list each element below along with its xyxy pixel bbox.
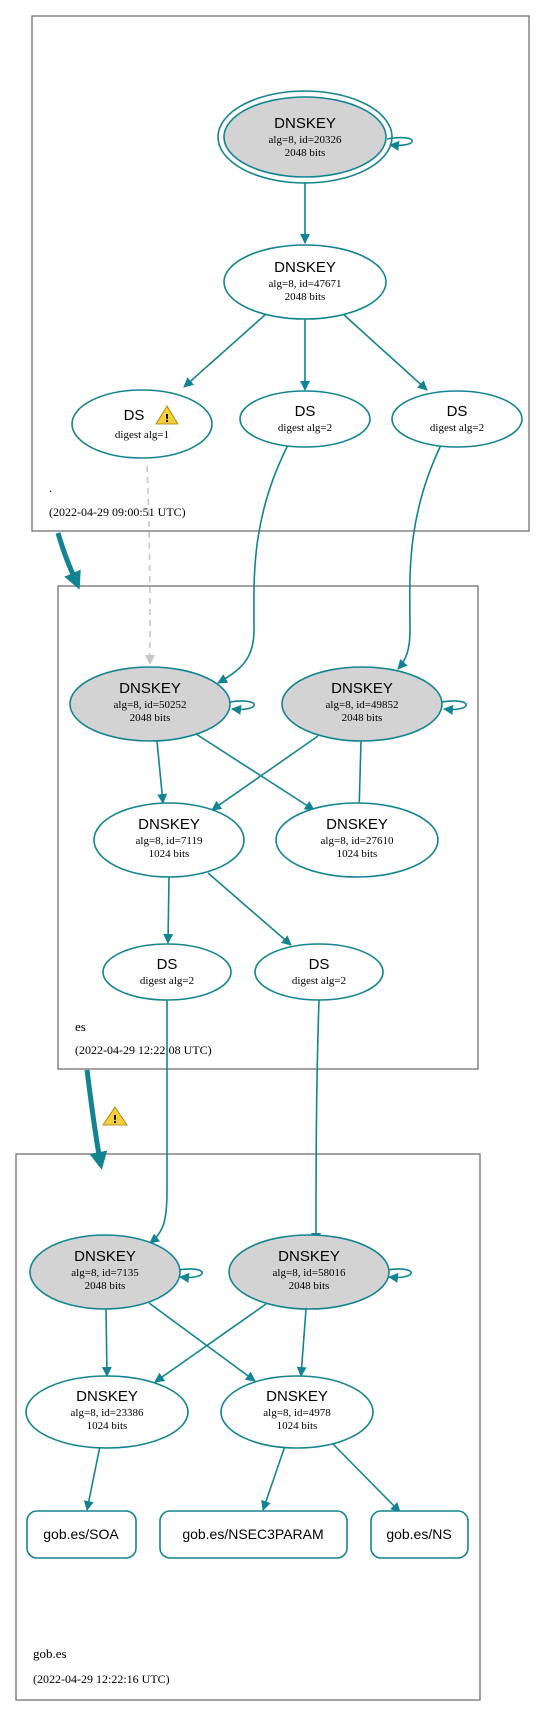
rrset-nsec3param[interactable]: gob.es/NSEC3PARAM — [159, 1510, 348, 1559]
node-es-zsk-7119[interactable]: DNSKEY alg=8, id=7119 1024 bits — [93, 802, 245, 878]
node-detail: 2048 bits — [285, 147, 326, 159]
node-title: DNSKEY — [331, 680, 393, 697]
node-title: DS — [157, 956, 178, 973]
node-title: DNSKEY — [74, 1248, 136, 1265]
node-detail: 1024 bits — [149, 848, 190, 860]
rrset-ns[interactable]: gob.es/NS — [370, 1510, 469, 1559]
node-es-ds-1[interactable]: DS digest alg=2 — [102, 943, 232, 1001]
zone-es-name: es — [75, 1019, 86, 1034]
node-root-ds-alg1[interactable]: DS ! digest alg=1 — [71, 389, 213, 459]
node-detail: 1024 bits — [87, 1420, 128, 1432]
gob-edges — [83, 1268, 412, 1513]
node-detail: alg=8, id=47671 — [269, 278, 342, 290]
node-detail: digest alg=2 — [278, 422, 332, 434]
node-detail: 1024 bits — [277, 1420, 318, 1432]
node-gob-zsk-4978[interactable]: DNSKEY alg=8, id=4978 1024 bits — [220, 1375, 374, 1449]
rrset-soa[interactable]: gob.es/SOA — [26, 1510, 137, 1559]
zone-root-box — [31, 15, 530, 532]
zone-gob-timestamp: (2022-04-29 12:22:16 UTC) — [33, 1672, 170, 1686]
node-gob-zsk-23386[interactable]: DNSKEY alg=8, id=23386 1024 bits — [25, 1375, 189, 1449]
node-detail: alg=8, id=50252 — [114, 699, 187, 711]
node-detail: alg=8, id=4978 — [263, 1407, 331, 1419]
node-detail: digest alg=2 — [292, 975, 346, 987]
node-detail: 1024 bits — [337, 848, 378, 860]
node-title: DNSKEY — [326, 816, 388, 833]
zone-es-timestamp: (2022-04-29 12:22:08 UTC) — [75, 1043, 212, 1057]
node-title: DNSKEY — [266, 1388, 328, 1405]
root-edges — [55, 136, 442, 684]
svg-text:!: ! — [164, 412, 169, 425]
node-title: DS — [309, 956, 330, 973]
node-detail: alg=8, id=49852 — [326, 699, 399, 711]
node-es-ds-2[interactable]: DS digest alg=2 — [254, 943, 384, 1001]
node-detail: digest alg=1 — [115, 429, 169, 441]
rrset-label: gob.es/SOA — [43, 1526, 119, 1542]
node-root-ds-alg2-b[interactable]: DS digest alg=2 — [391, 390, 523, 448]
zone-root-timestamp: (2022-04-29 09:00:51 UTC) — [49, 505, 186, 519]
node-es-zsk-27610[interactable]: DNSKEY alg=8, id=27610 1024 bits — [275, 802, 439, 878]
node-es-ksk-49852[interactable]: DNSKEY alg=8, id=49852 2048 bits — [281, 666, 443, 742]
node-detail: alg=8, id=7135 — [71, 1267, 139, 1279]
rrset-label: gob.es/NS — [386, 1526, 451, 1542]
node-root-ds-alg2-a[interactable]: DS digest alg=2 — [239, 390, 371, 448]
node-es-ksk-50252[interactable]: DNSKEY alg=8, id=50252 2048 bits — [69, 666, 231, 742]
node-detail: alg=8, id=7119 — [136, 835, 203, 847]
warning-icon: ! — [102, 1106, 128, 1126]
zone-es-box — [57, 585, 479, 1070]
node-title: DS — [295, 403, 316, 420]
node-gob-ksk-7135[interactable]: DNSKEY alg=8, id=7135 2048 bits — [29, 1234, 181, 1310]
warning-icon: ! — [155, 405, 179, 425]
zone-gob-box — [15, 1153, 481, 1701]
node-detail: 2048 bits — [130, 712, 171, 724]
svg-text:!: ! — [112, 1113, 117, 1126]
node-detail: 2048 bits — [85, 1280, 126, 1292]
node-title: DNSKEY — [119, 680, 181, 697]
node-detail: alg=8, id=27610 — [321, 835, 394, 847]
rrset-label: gob.es/NSEC3PARAM — [182, 1526, 323, 1542]
node-root-ksk[interactable]: DNSKEY alg=8, id=20326 2048 bits — [217, 90, 393, 184]
node-title: DNSKEY — [274, 259, 336, 276]
node-title: DS — [124, 407, 145, 424]
node-detail: alg=8, id=58016 — [273, 1267, 346, 1279]
node-detail: digest alg=2 — [140, 975, 194, 987]
node-title: DNSKEY — [138, 816, 200, 833]
node-title: DNSKEY — [76, 1388, 138, 1405]
node-title: DS — [447, 403, 468, 420]
node-title: DNSKEY — [278, 1248, 340, 1265]
zone-root-name: . — [49, 480, 52, 495]
node-detail: alg=8, id=23386 — [71, 1407, 144, 1419]
node-root-zsk[interactable]: DNSKEY alg=8, id=47671 2048 bits — [223, 244, 387, 320]
node-gob-ksk-58016[interactable]: DNSKEY alg=8, id=58016 2048 bits — [228, 1234, 390, 1310]
node-detail: digest alg=2 — [430, 422, 484, 434]
node-detail: 2048 bits — [342, 712, 383, 724]
node-title: DNSKEY — [274, 115, 336, 132]
node-detail: 2048 bits — [285, 291, 326, 303]
node-detail: 2048 bits — [289, 1280, 330, 1292]
node-detail: alg=8, id=20326 — [269, 134, 342, 146]
es-edges — [84, 700, 467, 1244]
zone-gob-name: gob.es — [33, 1646, 67, 1661]
